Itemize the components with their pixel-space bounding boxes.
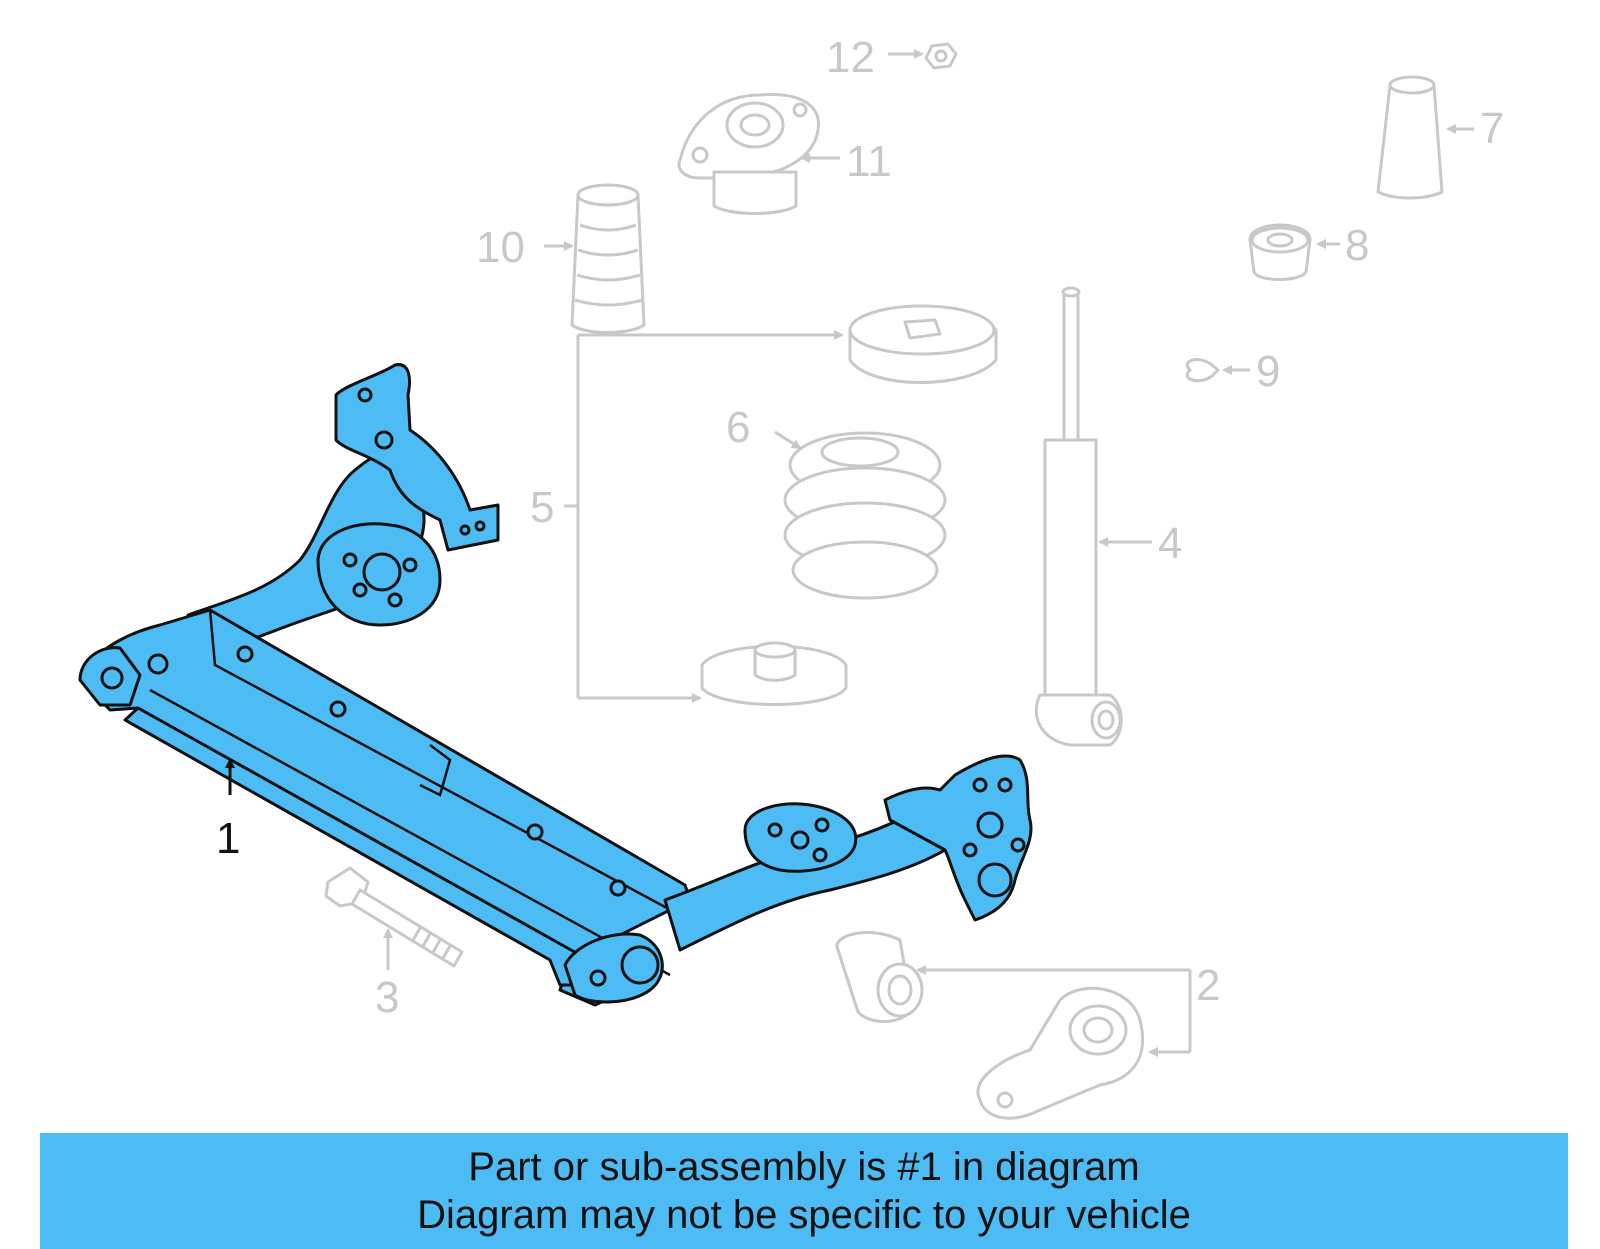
part-7-boot [1376, 75, 1474, 200]
callout-12: 12 [826, 33, 875, 82]
banner-line-1: Part or sub-assembly is #1 in diagram [468, 1145, 1140, 1189]
part-12-nut [888, 42, 958, 70]
callout-8: 8 [1345, 221, 1369, 270]
callout-7: 7 [1480, 104, 1504, 153]
part-3-bolt [324, 866, 464, 970]
callout-2: 2 [1196, 961, 1220, 1010]
part-10-bump-stop [544, 183, 646, 334]
part-5-spring-seats [564, 304, 998, 706]
callout-10: 10 [476, 223, 525, 272]
callout-1: 1 [216, 814, 240, 863]
callout-4: 4 [1158, 519, 1182, 568]
part-2-bushings [835, 931, 1192, 1120]
callout-9: 9 [1256, 347, 1280, 396]
part-4-shock [1034, 286, 1152, 747]
part-6-coil-spring [774, 430, 947, 600]
part-1-axle-beam [78, 363, 1033, 1007]
banner-line-2: Diagram may not be specific to your vehi… [417, 1193, 1191, 1237]
callout-5: 5 [530, 483, 554, 532]
part-8-bushing [1248, 223, 1340, 281]
part-11-mount [677, 93, 840, 215]
info-banner: Part or sub-assembly is #1 in diagram Di… [40, 1133, 1568, 1249]
callout-6: 6 [726, 403, 750, 452]
callout-3: 3 [375, 973, 399, 1022]
callout-11: 11 [846, 137, 892, 186]
part-9-clip [1186, 358, 1250, 383]
